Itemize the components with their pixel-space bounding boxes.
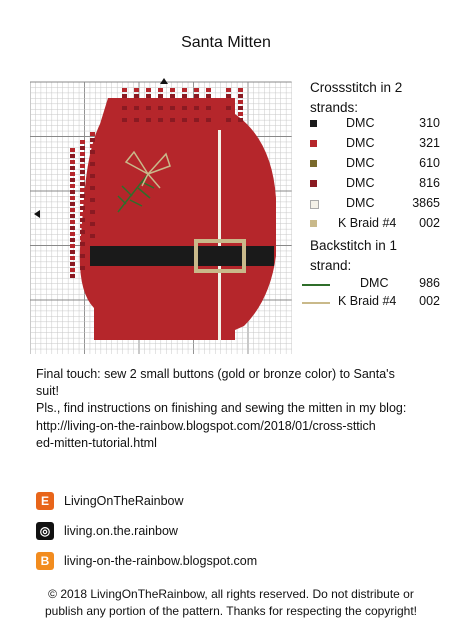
legend-back-row: DMC 986 <box>300 276 450 294</box>
thread-code: 3865 <box>412 196 440 210</box>
color-swatch <box>310 160 317 167</box>
coat-opening-line <box>218 130 221 340</box>
thread-brand: K Braid #4 <box>338 294 397 308</box>
social-label: living-on-the-rainbow.blogspot.com <box>64 554 258 568</box>
thread-code: 321 <box>419 136 440 150</box>
legend-cross-row: K Braid #4 002 <box>310 216 450 234</box>
social-label: living.on.the.rainbow <box>64 524 178 538</box>
thread-code: 310 <box>419 116 440 130</box>
cuff-stripes-left <box>70 132 95 278</box>
instructions-text: Pls., find instructions on finishing and… <box>36 401 407 415</box>
backstitch-heading: Backstitch in 1 strand: <box>310 238 398 273</box>
gold-bow <box>124 150 171 189</box>
etsy-icon: E <box>36 492 54 510</box>
thread-brand: DMC <box>346 156 375 170</box>
color-swatch <box>310 140 317 147</box>
black-belt <box>90 246 274 266</box>
thread-brand: DMC <box>346 196 375 210</box>
crossstitch-heading: Crossstitch in 2 strands: <box>310 80 403 115</box>
blogger-icon: B <box>36 552 54 570</box>
thread-brand: DMC <box>346 116 375 130</box>
color-swatch <box>310 200 319 209</box>
thread-brand: DMC <box>346 136 375 150</box>
holly-sprig <box>117 173 155 213</box>
legend-back-row: K Braid #4 002 <box>300 294 450 312</box>
belt-buckle <box>194 239 246 273</box>
thread-brand: K Braid #4 <box>338 216 397 230</box>
page-title: Santa Mitten <box>181 34 271 51</box>
backstitch-line-swatch <box>302 284 330 286</box>
thread-brand: DMC <box>346 176 375 190</box>
legend-cross-row: DMC 816 <box>310 176 450 194</box>
stitch-chart <box>30 78 292 354</box>
final-touch-note: Final touch: sew 2 small buttons (gold o… <box>36 367 395 398</box>
social-label: LivingOnTheRainbow <box>64 494 184 508</box>
mitten-body <box>79 98 277 340</box>
thread-code: 986 <box>419 276 440 290</box>
blog-url-link[interactable]: http://living-on-the-rainbow.blogspot.co… <box>36 419 376 450</box>
copyright-notice: © 2018 LivingOnTheRainbow, all rights re… <box>45 587 417 618</box>
thread-code: 002 <box>419 294 440 308</box>
backstitch-line-swatch <box>302 302 330 304</box>
thread-code: 002 <box>419 216 440 230</box>
thread-brand: DMC <box>360 276 389 290</box>
center-arrow-left <box>34 210 40 218</box>
thread-code: 610 <box>419 156 440 170</box>
color-swatch <box>310 220 317 227</box>
color-swatch <box>310 180 317 187</box>
legend-cross-row: DMC 321 <box>310 136 450 154</box>
thread-code: 816 <box>419 176 440 190</box>
legend-cross-row: DMC 310 <box>310 116 450 134</box>
legend-cross-row: DMC 610 <box>310 156 450 174</box>
cuff-stripes-top <box>122 88 243 122</box>
legend-cross-row: DMC 3865 <box>310 196 450 214</box>
center-arrow-top <box>160 78 168 84</box>
color-swatch <box>310 120 317 127</box>
instagram-icon: ◎ <box>36 522 54 540</box>
